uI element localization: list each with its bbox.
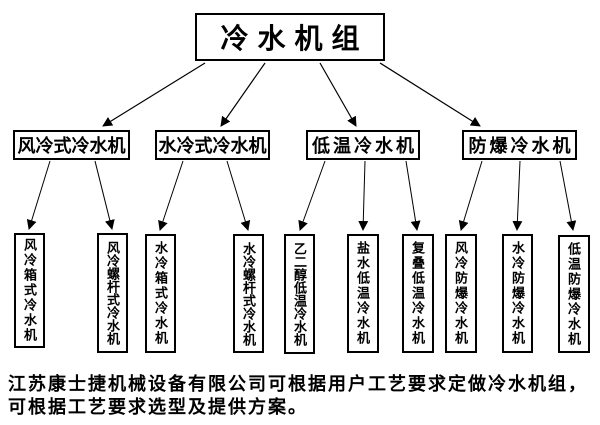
arrow-to-leaf-4 bbox=[226, 160, 251, 231]
node-leaf-brine-low-temp: 盐水低温冷水机 bbox=[347, 234, 379, 353]
arrow-root-to-explosion-proof bbox=[379, 62, 481, 127]
arrow-to-leaf-9 bbox=[512, 160, 523, 231]
arrow-root-to-low-temp bbox=[319, 62, 357, 127]
arrow-root-to-water-cooled bbox=[220, 62, 266, 127]
arrow-to-leaf-3 bbox=[158, 160, 184, 231]
node-leaf-water-cooled-screw-type: 水冷螺杆式冷水机 bbox=[233, 234, 264, 353]
arrow-root-to-air-cooled bbox=[102, 62, 206, 127]
arrow-to-leaf-10 bbox=[559, 160, 577, 231]
arrow-to-leaf-8 bbox=[458, 160, 483, 231]
node-leaf-glycol-low-temp: 乙二醇低温冷水机 bbox=[284, 234, 315, 354]
footer-line-1: 江苏康士捷机械设备有限公司可根据用户工艺要求定做冷水机组， bbox=[8, 374, 588, 394]
node-category-low-temp: 低温冷水机 bbox=[306, 130, 420, 160]
arrow-to-leaf-7 bbox=[405, 160, 421, 231]
node-root-chiller-unit: 冷水机组 bbox=[195, 13, 385, 61]
node-leaf-water-cooled-box-type: 水冷箱式冷水机 bbox=[145, 234, 176, 353]
arrow-to-leaf-1 bbox=[26, 160, 51, 230]
node-leaf-air-cooled-explosion-proof: 风冷防爆冷水机 bbox=[445, 234, 477, 353]
arrow-to-leaf-2 bbox=[94, 160, 115, 230]
node-leaf-cascade-low-temp: 复叠低温冷水机 bbox=[402, 234, 434, 353]
node-category-air-cooled: 风冷式冷水机 bbox=[13, 130, 130, 160]
footer-description: 江苏康士捷机械设备有限公司可根据用户工艺要求定做冷水机组， 可根据工艺要求选型及… bbox=[8, 373, 596, 419]
node-leaf-low-temp-explosion-proof: 低温防爆冷水机 bbox=[558, 235, 590, 353]
arrow-to-leaf-6 bbox=[358, 160, 369, 231]
node-leaf-air-cooled-screw-type: 风冷螺杆式冷水机 bbox=[97, 233, 128, 353]
node-category-water-cooled: 水冷式冷水机 bbox=[155, 130, 270, 160]
footer-line-2: 可根据工艺要求选型及提供方案。 bbox=[8, 397, 308, 417]
node-category-explosion-proof: 防爆冷水机 bbox=[462, 130, 577, 160]
arrow-to-leaf-5 bbox=[298, 160, 326, 231]
node-leaf-air-cooled-box-type: 风冷箱式冷水机 bbox=[14, 233, 45, 348]
node-leaf-water-cooled-explosion-proof: 水冷防爆冷水机 bbox=[502, 234, 533, 353]
